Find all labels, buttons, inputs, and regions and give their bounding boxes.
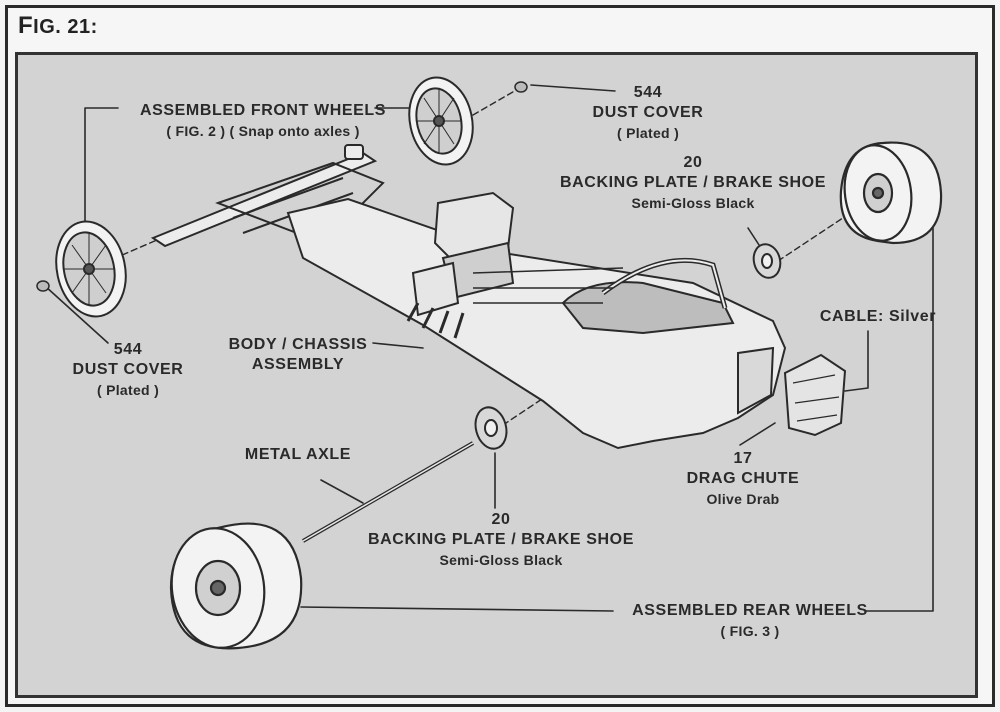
figure-title-initial: F (18, 12, 34, 39)
rear-wheels-label: ASSEMBLED REAR WHEELS ( FIG. 3 ) (610, 601, 890, 641)
backing-plate-top-number: 20 (683, 154, 703, 171)
backing-plate-top-finish: Semi-Gloss Black (631, 195, 755, 211)
drag-chute-label: 17 DRAG CHUTE Olive Drab (668, 449, 818, 509)
dust-cover-top (514, 81, 528, 93)
front-frame (150, 144, 385, 248)
backing-plate-top (752, 243, 782, 279)
dust-cover-top-finish: ( Plated ) (616, 125, 680, 141)
dust-cover-left-number: 544 (113, 341, 143, 358)
backing-plate-top-title: BACKING PLATE / BRAKE SHOE (560, 174, 826, 191)
metal-axle-title: METAL AXLE (244, 446, 352, 463)
backing-plate-bottom-number: 20 (491, 511, 511, 528)
dust-cover-left-title: DUST COVER (72, 361, 184, 378)
front-wheels-label: ASSEMBLED FRONT WHEELS ( FIG. 2 ) ( Snap… (118, 101, 408, 141)
metal-axle-label: METAL AXLE (228, 445, 368, 465)
backing-plate-top-label: 20 BACKING PLATE / BRAKE SHOE Semi-Gloss… (523, 153, 863, 213)
backing-plate-bottom (474, 406, 508, 450)
dust-cover-left-finish: ( Plated ) (96, 382, 160, 398)
dust-cover-top-number: 544 (633, 84, 663, 101)
engine-block (406, 191, 624, 339)
drag-chute-title: DRAG CHUTE (686, 470, 800, 487)
drag-chute-number: 17 (733, 450, 753, 467)
drag-chute-finish: Olive Drab (706, 491, 780, 507)
body-chassis-title-2: ASSEMBLY (251, 356, 345, 373)
cable-label: CABLE: Silver (803, 307, 953, 327)
figure-title-rest: IG. 21: (33, 16, 98, 38)
rear-wheel-left (169, 522, 303, 650)
front-wheels-title: ASSEMBLED FRONT WHEELS (139, 102, 387, 119)
metal-axle (302, 441, 474, 543)
backing-plate-bottom-finish: Semi-Gloss Black (439, 552, 563, 568)
dust-cover-top-label: 544 DUST COVER ( Plated ) (578, 83, 718, 143)
body-chassis (286, 197, 787, 450)
dust-cover-left (36, 280, 50, 292)
figure-title: FIG. 21: (18, 12, 98, 40)
front-wheel-left (55, 220, 127, 318)
diagram-panel: ASSEMBLED FRONT WHEELS ( FIG. 2 ) ( Snap… (15, 52, 978, 698)
front-wheels-note: ( FIG. 2 ) ( Snap onto axles ) (166, 123, 360, 139)
body-chassis-title: BODY / CHASSIS (228, 336, 368, 353)
backing-plate-bottom-label: 20 BACKING PLATE / BRAKE SHOE Semi-Gloss… (331, 510, 671, 570)
rear-wheel-right (839, 141, 943, 245)
backing-plate-bottom-title: BACKING PLATE / BRAKE SHOE (368, 531, 634, 548)
drag-chute (783, 353, 847, 437)
rear-wheels-note: ( FIG. 3 ) (720, 623, 780, 639)
front-wheel-right (408, 76, 474, 166)
dust-cover-top-title: DUST COVER (592, 104, 704, 121)
exploded-view-drawing (36, 76, 943, 650)
dust-cover-left-label: 544 DUST COVER ( Plated ) (58, 340, 198, 400)
body-chassis-label: BODY / CHASSIS ASSEMBLY (208, 335, 388, 375)
cable-title: CABLE: Silver (819, 308, 937, 325)
rear-wheels-title: ASSEMBLED REAR WHEELS (632, 602, 868, 619)
